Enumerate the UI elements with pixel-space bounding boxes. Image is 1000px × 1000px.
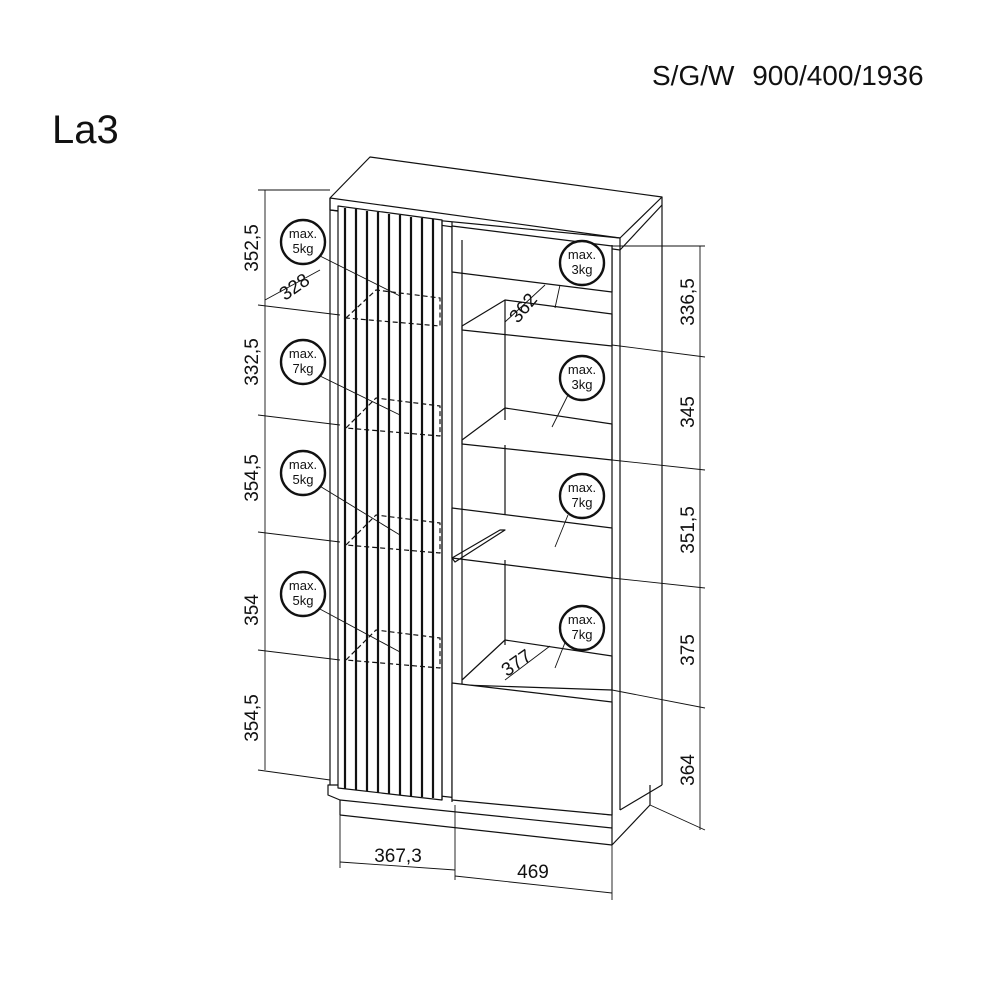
overall-dimensions: S/G/W 900/400/1936 (652, 60, 924, 92)
left-dimension-lines (257, 189, 341, 781)
cap-right-1-line2: 3kg (572, 262, 593, 277)
cap-left-1-line2: 5kg (293, 241, 314, 256)
leader-lines (317, 254, 569, 669)
depth-top-right: 362 (506, 290, 542, 328)
left-height-2: 332,5 (242, 338, 263, 386)
cap-right-1-line1: max. (568, 247, 596, 262)
dims-value: 900/400/1936 (752, 60, 924, 91)
fluted-door (337, 205, 453, 802)
depth-top-left: 328 (276, 270, 314, 305)
width-right: 469 (517, 862, 549, 883)
left-height-4: 354 (242, 594, 263, 626)
cap-left-4-line1: max. (289, 578, 317, 593)
left-shelves (345, 289, 441, 669)
cap-left-3-line2: 5kg (293, 472, 314, 487)
depth-bottom-right: 377 (498, 646, 536, 681)
cap-left-3-line1: max. (289, 457, 317, 472)
cap-right-4-line2: 7kg (572, 627, 593, 642)
left-height-5: 354,5 (242, 694, 263, 742)
right-height-2: 345 (678, 396, 699, 428)
cap-right-2-line2: 3kg (572, 377, 593, 392)
capacity-circle-right-1 (558, 239, 606, 287)
cap-right-2-line1: max. (568, 362, 596, 377)
cap-left-4-line2: 5kg (293, 593, 314, 608)
capacity-circle-right-3 (558, 472, 606, 520)
right-height-3: 351,5 (678, 506, 699, 554)
cap-right-3-line2: 7kg (572, 495, 593, 510)
right-height-5: 364 (678, 754, 699, 786)
left-height-3: 354,5 (242, 454, 263, 502)
capacity-circle-left-3 (279, 449, 327, 497)
depth-dimension-lines (264, 269, 551, 681)
cap-left-2-line2: 7kg (293, 361, 314, 376)
cap-right-4-line1: max. (568, 612, 596, 627)
cap-left-2-line1: max. (289, 346, 317, 361)
width-dimension-lines (339, 805, 613, 900)
model-name: La3 (52, 108, 119, 152)
left-height-1: 352,5 (242, 224, 263, 272)
right-height-1: 336,5 (678, 278, 699, 326)
capacity-circle-left-2 (279, 338, 327, 386)
right-height-4: 375 (678, 634, 699, 666)
cap-left-1-line1: max. (289, 226, 317, 241)
cap-right-3-line1: max. (568, 480, 596, 495)
capacity-circle-right-4 (558, 604, 606, 652)
capacity-circle-left-1 (279, 218, 327, 266)
dims-label: S/G/W (652, 60, 735, 91)
right-shelves (451, 240, 613, 816)
capacity-circle-left-4 (279, 570, 327, 618)
capacity-circle-right-2 (558, 354, 606, 402)
right-dimension-lines (611, 245, 706, 831)
capacity-markers (279, 218, 606, 652)
width-left: 367,3 (374, 846, 422, 867)
